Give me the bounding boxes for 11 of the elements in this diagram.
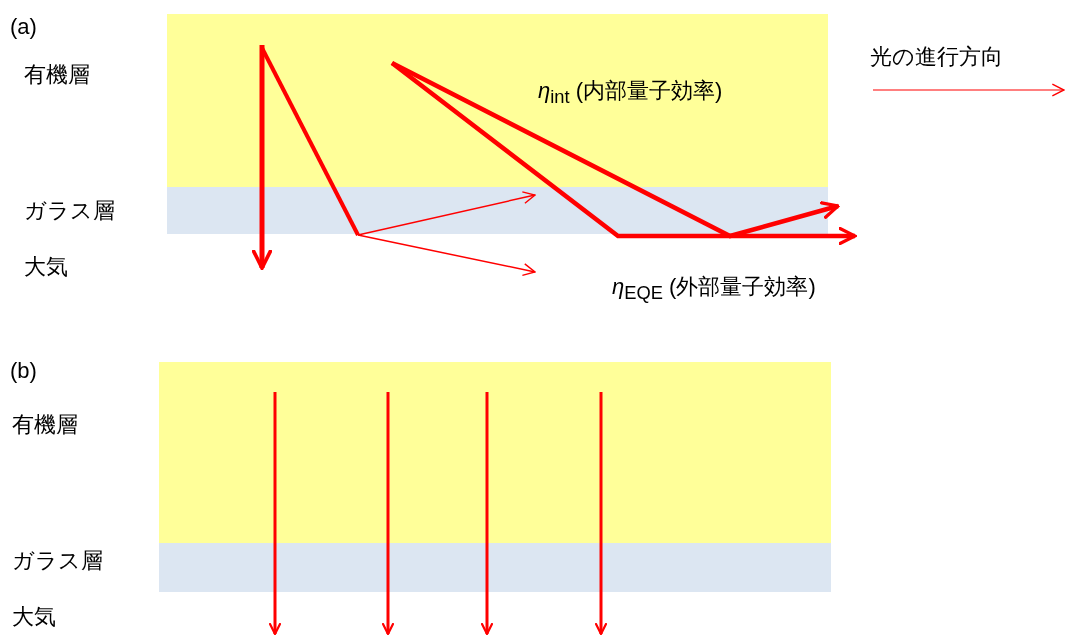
panel-label: (a)	[10, 14, 37, 41]
layer-label: 大気	[12, 604, 56, 631]
panel-label: (b)	[10, 358, 37, 385]
layer-label: 大気	[24, 254, 68, 281]
efficiency-label: η$_{EQE}$ (外部量子効率)	[612, 274, 816, 305]
layer-label: 有機層	[12, 412, 78, 439]
efficiency-label: η$_{int}$ (内部量子効率)	[538, 78, 723, 109]
layer-label: ガラス層	[24, 198, 115, 225]
legend-label: 光の進行方向	[870, 44, 1003, 71]
layer-label: ガラス層	[12, 548, 103, 575]
layer-label: 有機層	[24, 62, 90, 89]
